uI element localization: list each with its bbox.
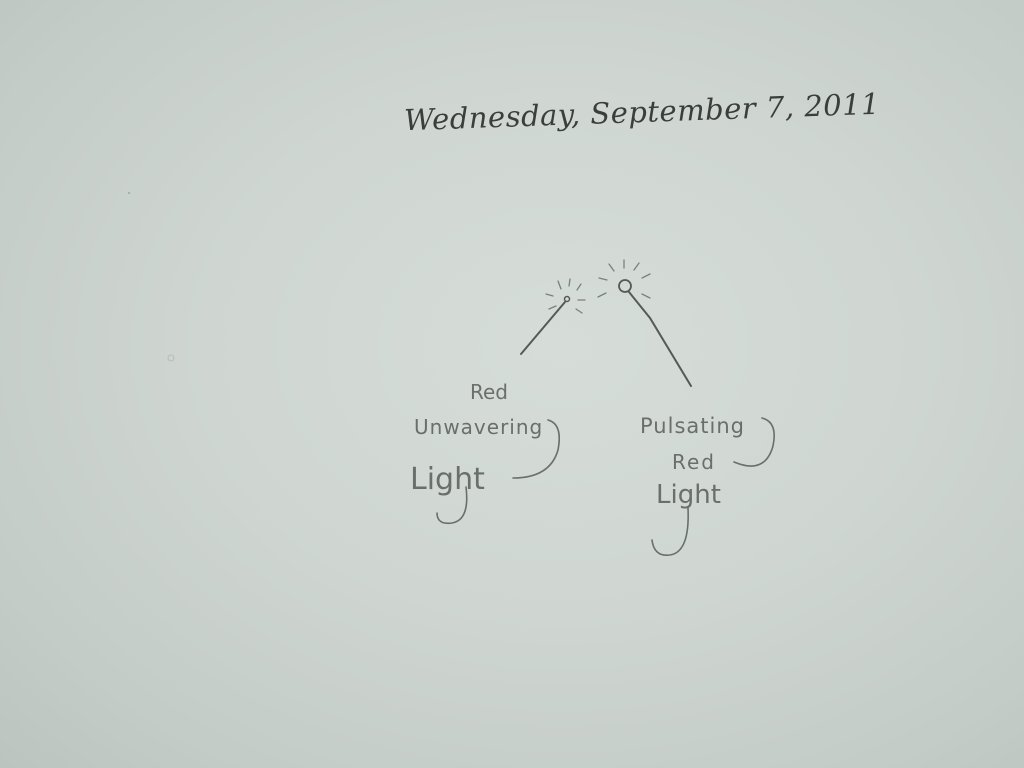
right-light-rays bbox=[597, 259, 651, 299]
right-label-pulsating: Pulsating bbox=[640, 414, 745, 438]
paper-speck bbox=[127, 191, 131, 195]
right-label-red: Red bbox=[672, 450, 716, 474]
date-heading: Wednesday, September 7, 2011 bbox=[403, 86, 881, 138]
right-label-g-tail bbox=[651, 507, 689, 557]
right-light-bulb bbox=[618, 279, 632, 293]
left-light-dot bbox=[563, 295, 571, 303]
left-light-rays bbox=[545, 278, 586, 314]
left-label-unwavering: Unwavering bbox=[414, 415, 544, 439]
right-light-stem bbox=[628, 291, 692, 387]
left-light-stem bbox=[520, 301, 566, 355]
left-label-light: Light bbox=[410, 462, 485, 497]
right-label-light: Light bbox=[656, 480, 721, 510]
left-label-red: Red bbox=[470, 380, 508, 404]
paper-speck bbox=[167, 354, 175, 362]
